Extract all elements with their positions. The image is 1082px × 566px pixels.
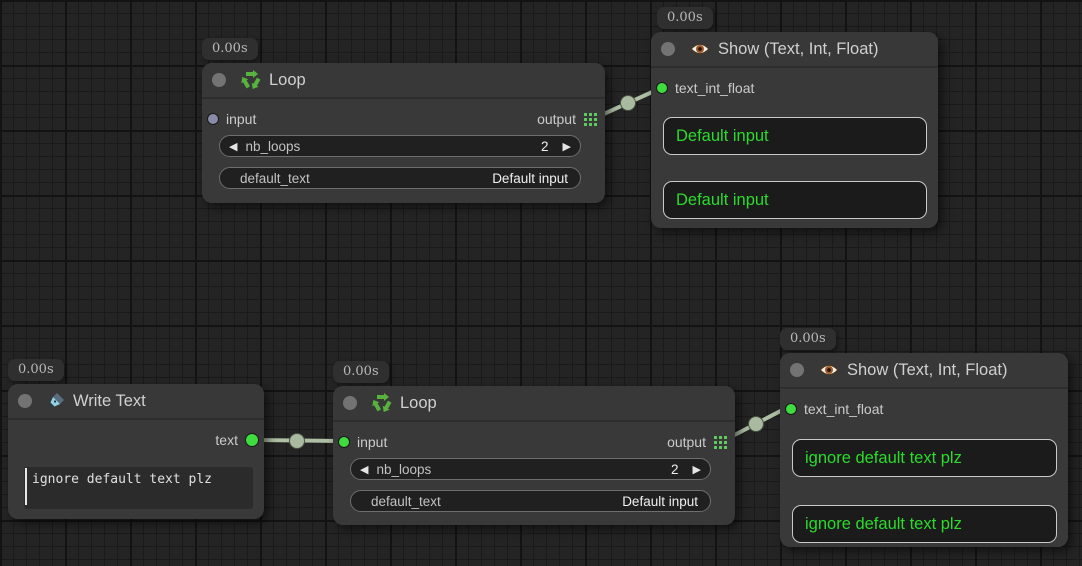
nb-loops-widget[interactable]: ◀ nb_loops 2 ▶	[350, 458, 711, 480]
collapse-dot-icon[interactable]	[790, 363, 804, 377]
collapse-dot-icon[interactable]	[661, 42, 675, 56]
output-slot-label: output	[537, 111, 576, 127]
default-text-widget[interactable]: default_text Default input	[219, 167, 581, 189]
grid-output-icon[interactable]	[714, 435, 727, 449]
output-text-display[interactable]: ignore default text plz	[792, 505, 1057, 543]
input-slot-dot[interactable]	[339, 437, 349, 447]
widget-label: default_text	[240, 170, 310, 186]
execution-time-badge: 0.00s	[780, 328, 836, 350]
node-loop-1[interactable]: 0.00s Loop input output	[202, 38, 605, 203]
decrement-arrow-icon[interactable]: ◀	[229, 139, 238, 153]
output-slot-label: text	[215, 432, 238, 448]
node-titlebar[interactable]: Show (Text, Int, Float)	[651, 32, 938, 68]
widget-value: Default input	[622, 493, 698, 509]
collapse-dot-icon[interactable]	[212, 73, 226, 87]
output-slot-dot[interactable]	[246, 434, 258, 446]
text-input-area[interactable]: ignore default text plz	[24, 467, 253, 509]
text-caret	[25, 468, 27, 505]
widget-value: 2	[671, 461, 679, 477]
input-slot[interactable]: input	[339, 434, 387, 450]
output-text-display[interactable]: Default input	[663, 181, 927, 219]
output-slot[interactable]: text	[215, 429, 258, 451]
eye-icon	[690, 42, 710, 56]
input-slot-label: input	[357, 434, 388, 450]
node-title: Loop	[269, 70, 306, 89]
input-slot[interactable]: text_int_float	[786, 401, 883, 417]
output-text-display[interactable]: Default input	[663, 117, 927, 155]
increment-arrow-icon[interactable]: ▶	[562, 139, 571, 153]
recycle-icon	[241, 70, 261, 90]
execution-time-badge: 0.00s	[657, 7, 713, 29]
grid-output-icon[interactable]	[584, 112, 597, 126]
output-slot[interactable]: output	[537, 111, 599, 127]
input-slot-dot[interactable]	[657, 83, 667, 93]
node-title: Loop	[400, 393, 437, 412]
output-slot[interactable]: output	[667, 434, 729, 450]
collapse-dot-icon[interactable]	[18, 394, 32, 408]
link-midpoint-dot[interactable]	[620, 95, 636, 111]
input-slot-label: text_int_float	[804, 401, 884, 417]
node-title: Show (Text, Int, Float)	[718, 39, 879, 58]
link-midpoint-dot[interactable]	[748, 416, 764, 432]
node-titlebar[interactable]: Show (Text, Int, Float)	[780, 353, 1068, 389]
eye-icon	[819, 363, 839, 377]
link-midpoint-dot[interactable]	[289, 433, 305, 449]
nb-loops-widget[interactable]: ◀ nb_loops 2 ▶	[219, 135, 581, 157]
node-titlebar[interactable]: Loop	[202, 63, 605, 99]
node-loop-2[interactable]: 0.00s Loop input output	[333, 361, 735, 525]
output-text-display[interactable]: ignore default text plz	[792, 439, 1057, 477]
recycle-icon	[372, 393, 392, 413]
input-slot-dot[interactable]	[208, 114, 218, 124]
node-titlebar[interactable]: Write Text	[8, 384, 264, 420]
widget-label: nb_loops	[245, 138, 301, 154]
widget-value: Default input	[492, 170, 568, 186]
textarea-value: ignore default text plz	[32, 472, 213, 487]
execution-time-badge: 0.00s	[8, 359, 64, 381]
node-show-1[interactable]: 0.00s Show (Text, Int, Float) text_int_f…	[651, 7, 938, 228]
node-show-2[interactable]: 0.00s Show (Text, Int, Float) text_int_f…	[780, 328, 1068, 547]
decrement-arrow-icon[interactable]: ◀	[360, 462, 369, 476]
input-slot[interactable]: input	[208, 111, 256, 127]
increment-arrow-icon[interactable]: ▶	[692, 462, 701, 476]
widget-value: 2	[541, 138, 549, 154]
execution-time-badge: 0.00s	[333, 361, 389, 383]
pen-nib-icon	[47, 392, 65, 410]
collapse-dot-icon[interactable]	[343, 396, 357, 410]
node-write-text[interactable]: 0.00s Write Text text ignore default tex…	[8, 359, 264, 519]
input-slot-label: text_int_float	[675, 80, 755, 96]
output-slot-label: output	[667, 434, 706, 450]
input-slot[interactable]: text_int_float	[657, 80, 754, 96]
widget-label: nb_loops	[376, 461, 432, 477]
node-titlebar[interactable]: Loop	[333, 386, 735, 422]
execution-time-badge: 0.00s	[202, 38, 258, 60]
node-title: Write Text	[73, 391, 146, 410]
widget-label: default_text	[371, 493, 441, 509]
input-slot-label: input	[226, 111, 257, 127]
default-text-widget[interactable]: default_text Default input	[350, 490, 711, 512]
input-slot-dot[interactable]	[786, 404, 796, 414]
node-title: Show (Text, Int, Float)	[847, 360, 1008, 379]
